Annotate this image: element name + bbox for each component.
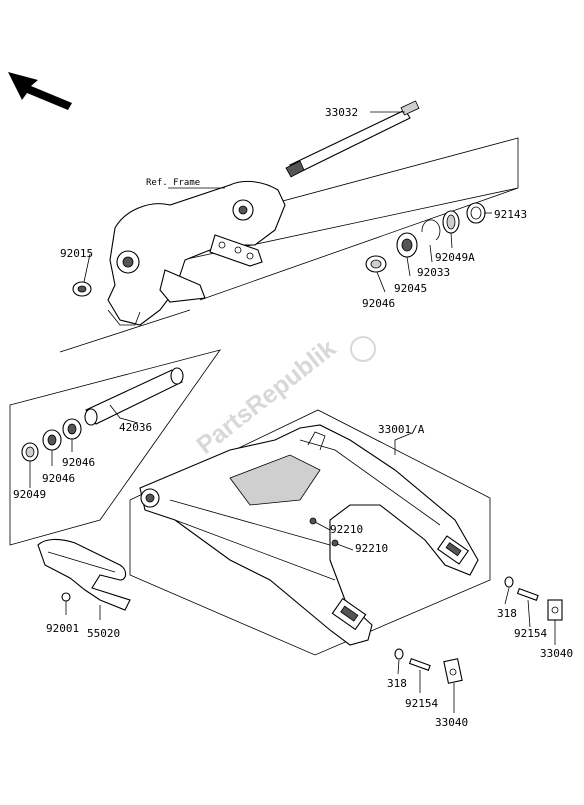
label-92046-upper: 92046 bbox=[362, 297, 395, 310]
ref-frame-label: Ref. Frame bbox=[146, 178, 200, 188]
label-33001A: 33001/A bbox=[378, 423, 425, 436]
label-55020: 55020 bbox=[87, 627, 120, 640]
frame-reference-part bbox=[107, 180, 286, 326]
label-92154-b: 92154 bbox=[405, 697, 438, 710]
label-92154-a: 92154 bbox=[514, 627, 547, 640]
bolt-92154-a bbox=[516, 587, 539, 601]
bolt-92154-b bbox=[408, 657, 431, 671]
nut-92015 bbox=[72, 281, 92, 297]
label-92049A: 92049A bbox=[435, 251, 475, 264]
bearing-collar-92143 bbox=[466, 202, 486, 224]
label-92143: 92143 bbox=[494, 208, 527, 221]
label-92049: 92049 bbox=[13, 488, 46, 501]
label-92046-mid: 92046 bbox=[62, 456, 95, 469]
label-42036: 42036 bbox=[119, 421, 152, 434]
bearing-92046-mid bbox=[62, 418, 82, 440]
direction-arrow-icon bbox=[8, 72, 72, 110]
washer-318-a bbox=[504, 576, 514, 588]
pivot-shaft-33032 bbox=[285, 100, 420, 178]
label-92046-lower: 92046 bbox=[42, 472, 75, 485]
label-318-b: 318 bbox=[387, 677, 407, 690]
swingarm-33001A bbox=[139, 424, 479, 646]
label-33040-a: 33040 bbox=[540, 647, 573, 660]
seal-92049 bbox=[21, 442, 39, 462]
sleeve-42036 bbox=[84, 367, 184, 426]
bearing-92046-upper bbox=[365, 255, 387, 273]
label-33040-b: 33040 bbox=[435, 716, 468, 729]
label-92033: 92033 bbox=[417, 266, 450, 279]
label-92001: 92001 bbox=[46, 622, 79, 635]
adjuster-33040-b bbox=[443, 658, 463, 684]
washer-318-b bbox=[394, 648, 404, 660]
pivot-shaft-box bbox=[9, 349, 221, 546]
leader-lines bbox=[29, 111, 556, 713]
seal-92049A bbox=[442, 210, 460, 234]
label-33032: 33032 bbox=[325, 106, 358, 119]
chain-guard-55020 bbox=[37, 538, 131, 611]
swingarm-box bbox=[129, 409, 491, 656]
bolt-92001 bbox=[61, 592, 71, 602]
label-92210-a: 92210 bbox=[330, 523, 363, 536]
bearing-92046-lower bbox=[42, 429, 62, 451]
label-92210-b: 92210 bbox=[355, 542, 388, 555]
label-92045: 92045 bbox=[394, 282, 427, 295]
label-92015: 92015 bbox=[60, 247, 93, 260]
watermark-seal-icon bbox=[350, 336, 376, 362]
circlip-92033 bbox=[421, 219, 441, 241]
adjuster-33040-a bbox=[547, 599, 563, 621]
bearing-92045 bbox=[396, 232, 418, 258]
label-318-a: 318 bbox=[497, 607, 517, 620]
